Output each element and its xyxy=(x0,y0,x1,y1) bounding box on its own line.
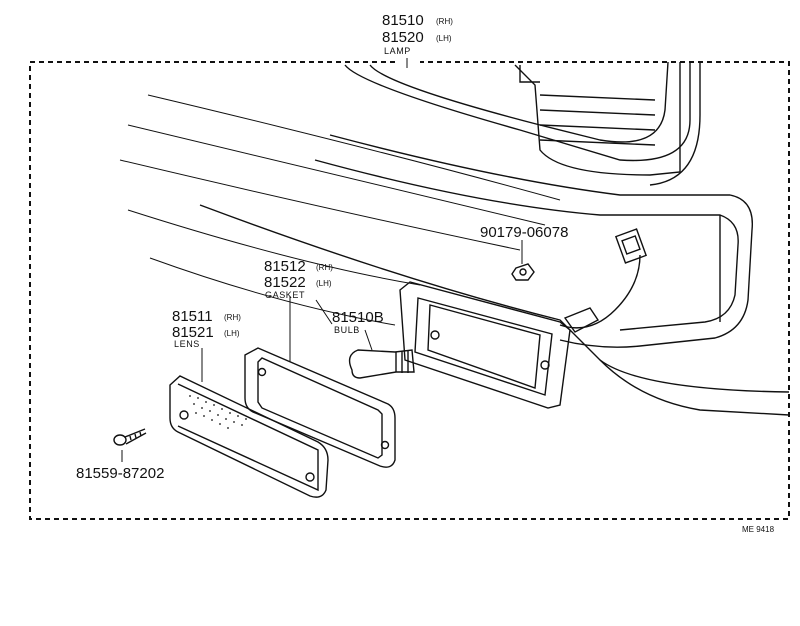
nut-icon xyxy=(511,263,535,281)
wire-harness xyxy=(559,228,648,333)
lens-suffix-rh: (RH) xyxy=(224,313,241,322)
lamp-part-rh: 81510 xyxy=(382,12,424,29)
body-contour-lines xyxy=(119,94,561,326)
assembly-boundary xyxy=(29,61,790,520)
tail-lamp-body xyxy=(344,61,701,186)
gasket-part-lh: 81522 xyxy=(264,274,306,291)
nut-part: 90179-06078 xyxy=(480,224,568,241)
lens-suffix-lh: (LH) xyxy=(224,329,240,338)
lamp-part-lh: 81520 xyxy=(382,29,424,46)
lamp-name: LAMP xyxy=(384,46,411,56)
gasket-suffix-rh: (RH) xyxy=(316,263,333,272)
screw-part: 81559-87202 xyxy=(76,465,164,482)
marker-housing xyxy=(399,281,571,409)
bulb-name: BULB xyxy=(334,325,360,335)
lens-part-lh: 81521 xyxy=(172,324,214,341)
bumper xyxy=(199,134,790,416)
gasket-part-rh: 81512 xyxy=(264,258,306,275)
lens-part-rh: 81511 xyxy=(172,308,213,325)
lamp-suffix-rh: (RH) xyxy=(436,17,453,26)
gasket-icon xyxy=(244,347,396,468)
lamp-suffix-lh: (LH) xyxy=(436,34,452,43)
gasket-suffix-lh: (LH) xyxy=(316,279,332,288)
bulb-part: 81510B xyxy=(332,309,384,326)
lens-reflector-dots xyxy=(189,395,247,429)
bulb-icon xyxy=(348,349,415,379)
lens-name: LENS xyxy=(174,339,200,349)
leader-lines xyxy=(121,58,523,462)
reference-code: ME 9418 xyxy=(742,525,775,534)
screw-icon xyxy=(113,428,147,446)
lens-icon xyxy=(169,375,329,498)
gasket-name: GASKET xyxy=(265,290,305,300)
